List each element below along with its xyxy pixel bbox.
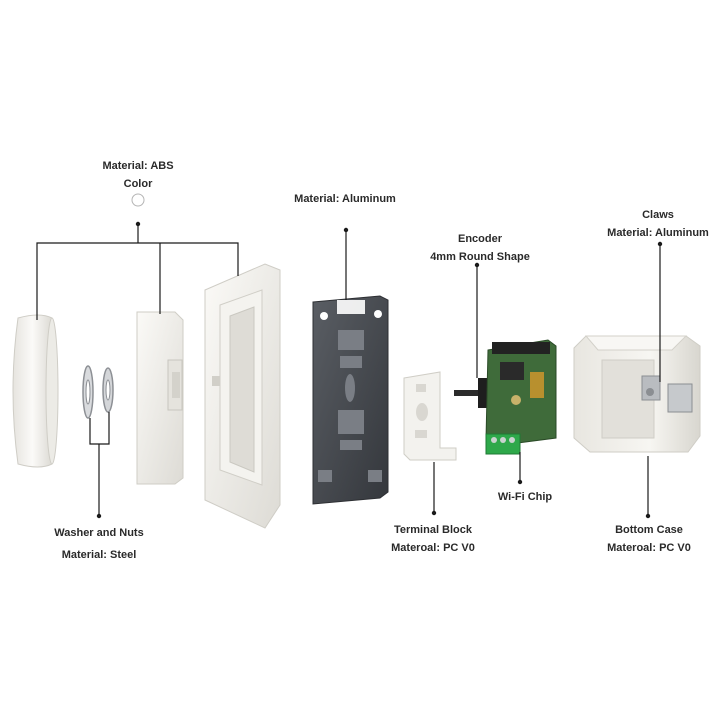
label-washer-line1: Washer and Nuts (54, 527, 144, 539)
washer-and-nuts (82, 365, 114, 419)
knob-cap (12, 314, 59, 468)
label-abs-line2: Color (123, 178, 153, 190)
label-wifi-line1: Wi-Fi Chip (497, 491, 553, 503)
label-terminal-line1: Terminal Block (393, 524, 473, 536)
label-encoder-line2: 4mm Round Shape (430, 251, 530, 263)
label-washer-line2: Material: Steel (61, 549, 137, 561)
label-terminal-line2: Materoal: PC V0 (391, 542, 475, 554)
switch-module (136, 311, 184, 485)
label-bottom-line2: Materoal: PC V0 (607, 542, 691, 554)
label-aluminum: Material: Aluminum (280, 190, 410, 208)
encoder-pcb-assembly (454, 339, 557, 455)
label-abs: Material: ABS Color (88, 157, 188, 193)
label-aluminum-line1: Material: Aluminum (294, 193, 396, 205)
outer-frame (204, 263, 281, 529)
label-wifi: Wi-Fi Chip (480, 488, 570, 506)
mounting-plate (312, 295, 389, 505)
label-terminal: Terminal Block Materoal: PC V0 (378, 521, 488, 557)
label-washer: Washer and Nuts Material: Steel (40, 524, 158, 564)
label-encoder-line1: Encoder (457, 233, 502, 245)
leader-lines (36, 224, 661, 516)
label-abs-line1: Material: ABS (102, 160, 174, 172)
label-claws-line2: Material: Aluminum (607, 227, 709, 239)
terminal-block (403, 371, 457, 461)
bottom-case (573, 335, 701, 453)
leader-washer (89, 412, 110, 445)
label-bottom: Bottom Case Materoal: PC V0 (594, 521, 704, 557)
label-bottom-line1: Bottom Case (615, 524, 683, 536)
leader-dots (96, 221, 663, 519)
label-claws-line1: Claws (642, 209, 674, 221)
label-claws: Claws Material: Aluminum (596, 206, 720, 242)
label-encoder: Encoder 4mm Round Shape (420, 230, 540, 266)
color-swatch-icon (131, 193, 145, 207)
